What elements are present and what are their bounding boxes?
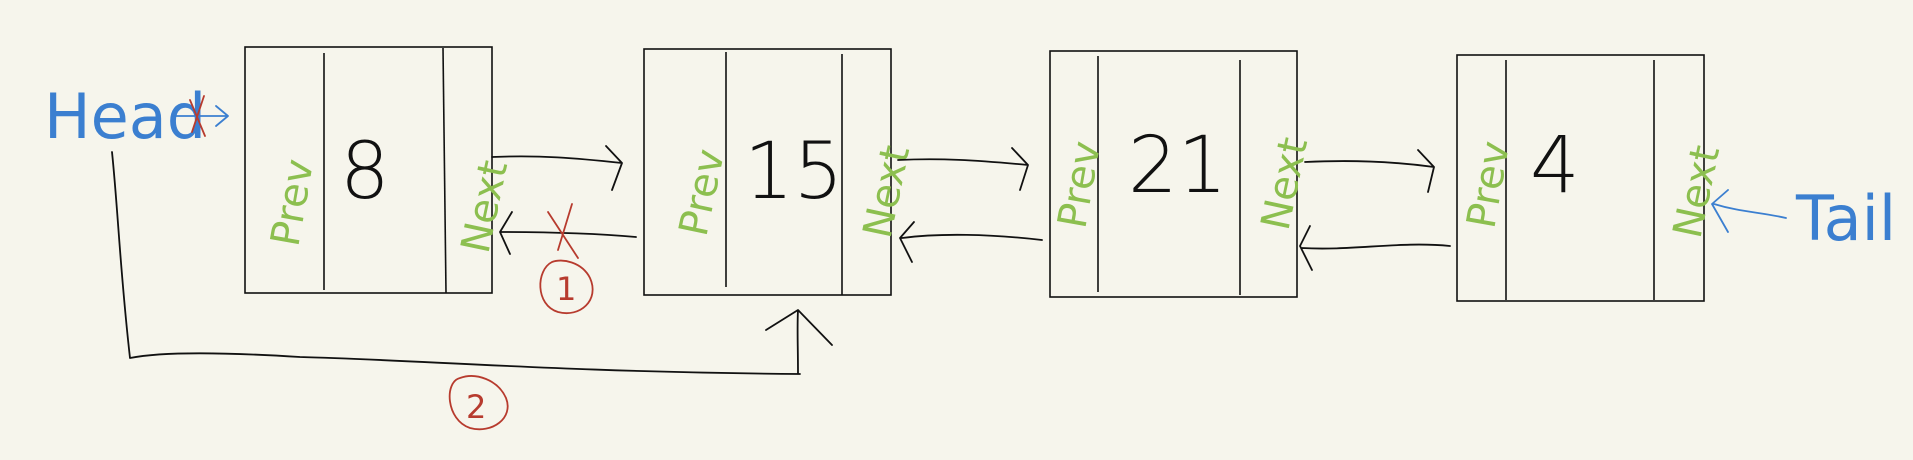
prev-field-label: Prev: [1459, 138, 1519, 232]
prev-field-label: Prev: [671, 145, 734, 240]
prev-arrow-4-to-21: [1299, 225, 1451, 271]
node-value: 21: [1128, 121, 1227, 211]
node-value: 15: [744, 127, 843, 217]
node-value: 4: [1530, 121, 1580, 211]
step-2-label: 2: [466, 388, 486, 426]
prev-arrow-cross-mark: [547, 203, 579, 259]
next-arrow-21-to-4: [1304, 149, 1435, 193]
next-field-label: Next: [1253, 133, 1317, 234]
node-divider-right: [442, 47, 447, 294]
prev-field-label: Prev: [1050, 138, 1110, 232]
node-value: 8: [340, 127, 390, 217]
head-arrow: [171, 105, 229, 127]
node-box: [1049, 50, 1298, 298]
node-8: Prev 8 Next: [244, 46, 517, 294]
step-2-circle: [448, 375, 509, 431]
node-box: [1456, 54, 1705, 302]
head-reroute-arrow: [111, 151, 833, 375]
node-21: Prev 21 Next: [1049, 50, 1317, 298]
prev-field-label: Prev: [263, 156, 323, 250]
prev-arrow-21-to-15: [899, 221, 1043, 263]
head-arrow-cross-mark: [189, 95, 206, 137]
node-15: Prev 15 Next: [643, 48, 919, 296]
step-1-circle: [539, 259, 594, 315]
tail-label: Tail: [1795, 182, 1896, 255]
node-box: [244, 46, 493, 294]
tail-arrow: [1711, 189, 1787, 233]
node-box: [643, 48, 892, 296]
prev-arrow-15-to-8: [499, 211, 637, 255]
next-arrow-15-to-21: [897, 147, 1029, 191]
next-field-label: Next: [1665, 141, 1729, 242]
next-arrow-8-to-15: [491, 145, 623, 191]
step-1-label: 1: [556, 270, 576, 308]
node-4: Prev 4 Next: [1456, 54, 1729, 302]
next-field-label: Next: [453, 156, 517, 257]
